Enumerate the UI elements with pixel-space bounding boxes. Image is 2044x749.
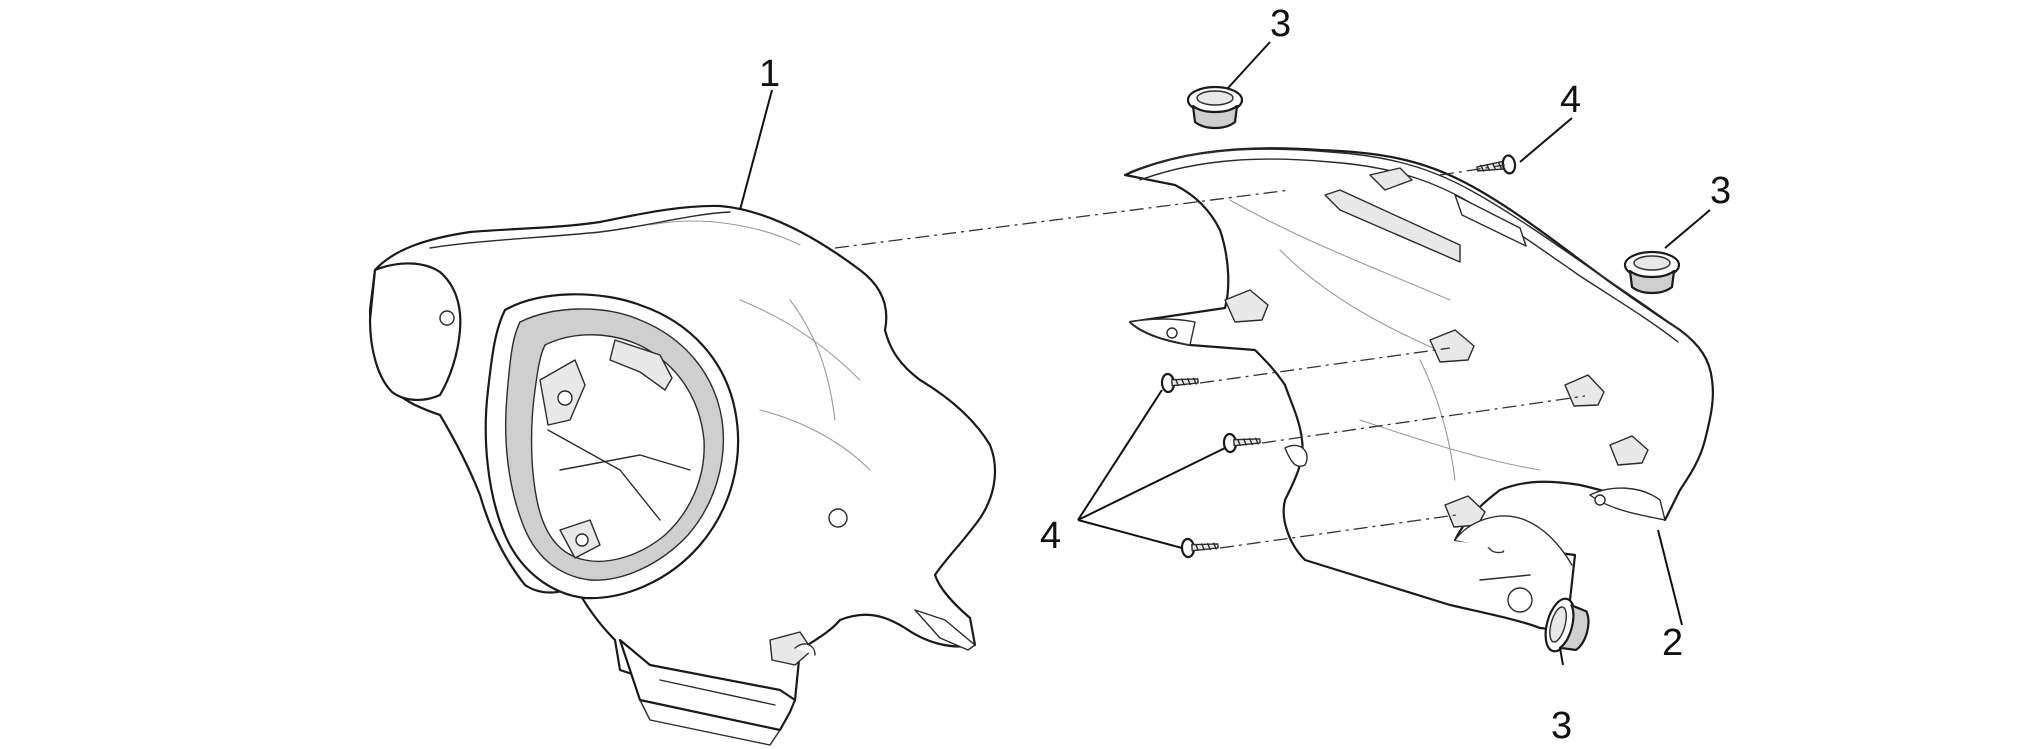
callout-part-1: 1	[759, 53, 780, 95]
callout-part-2: 2	[1662, 622, 1683, 664]
screw-2-icon	[1222, 432, 1261, 454]
rubber-plug-bottom-icon	[1544, 597, 1590, 653]
assembly-lines	[834, 164, 1586, 549]
rubber-plug-right-icon	[1623, 250, 1681, 295]
leader-lines	[739, 41, 1711, 666]
callout-part-3-right: 3	[1710, 170, 1731, 212]
screw-3-icon	[1180, 537, 1219, 559]
rear-handlebar-cover-icon	[1123, 147, 1714, 632]
callout-part-4-top: 4	[1560, 79, 1581, 121]
screw-1-icon	[1160, 372, 1199, 394]
rubber-plug-top-icon	[1186, 85, 1244, 130]
callout-part-4-left: 4	[1040, 515, 1061, 557]
callout-part-3-top: 3	[1270, 3, 1291, 45]
callout-part-3-bottom: 3	[1551, 705, 1572, 747]
front-handlebar-cover-icon	[368, 204, 997, 746]
